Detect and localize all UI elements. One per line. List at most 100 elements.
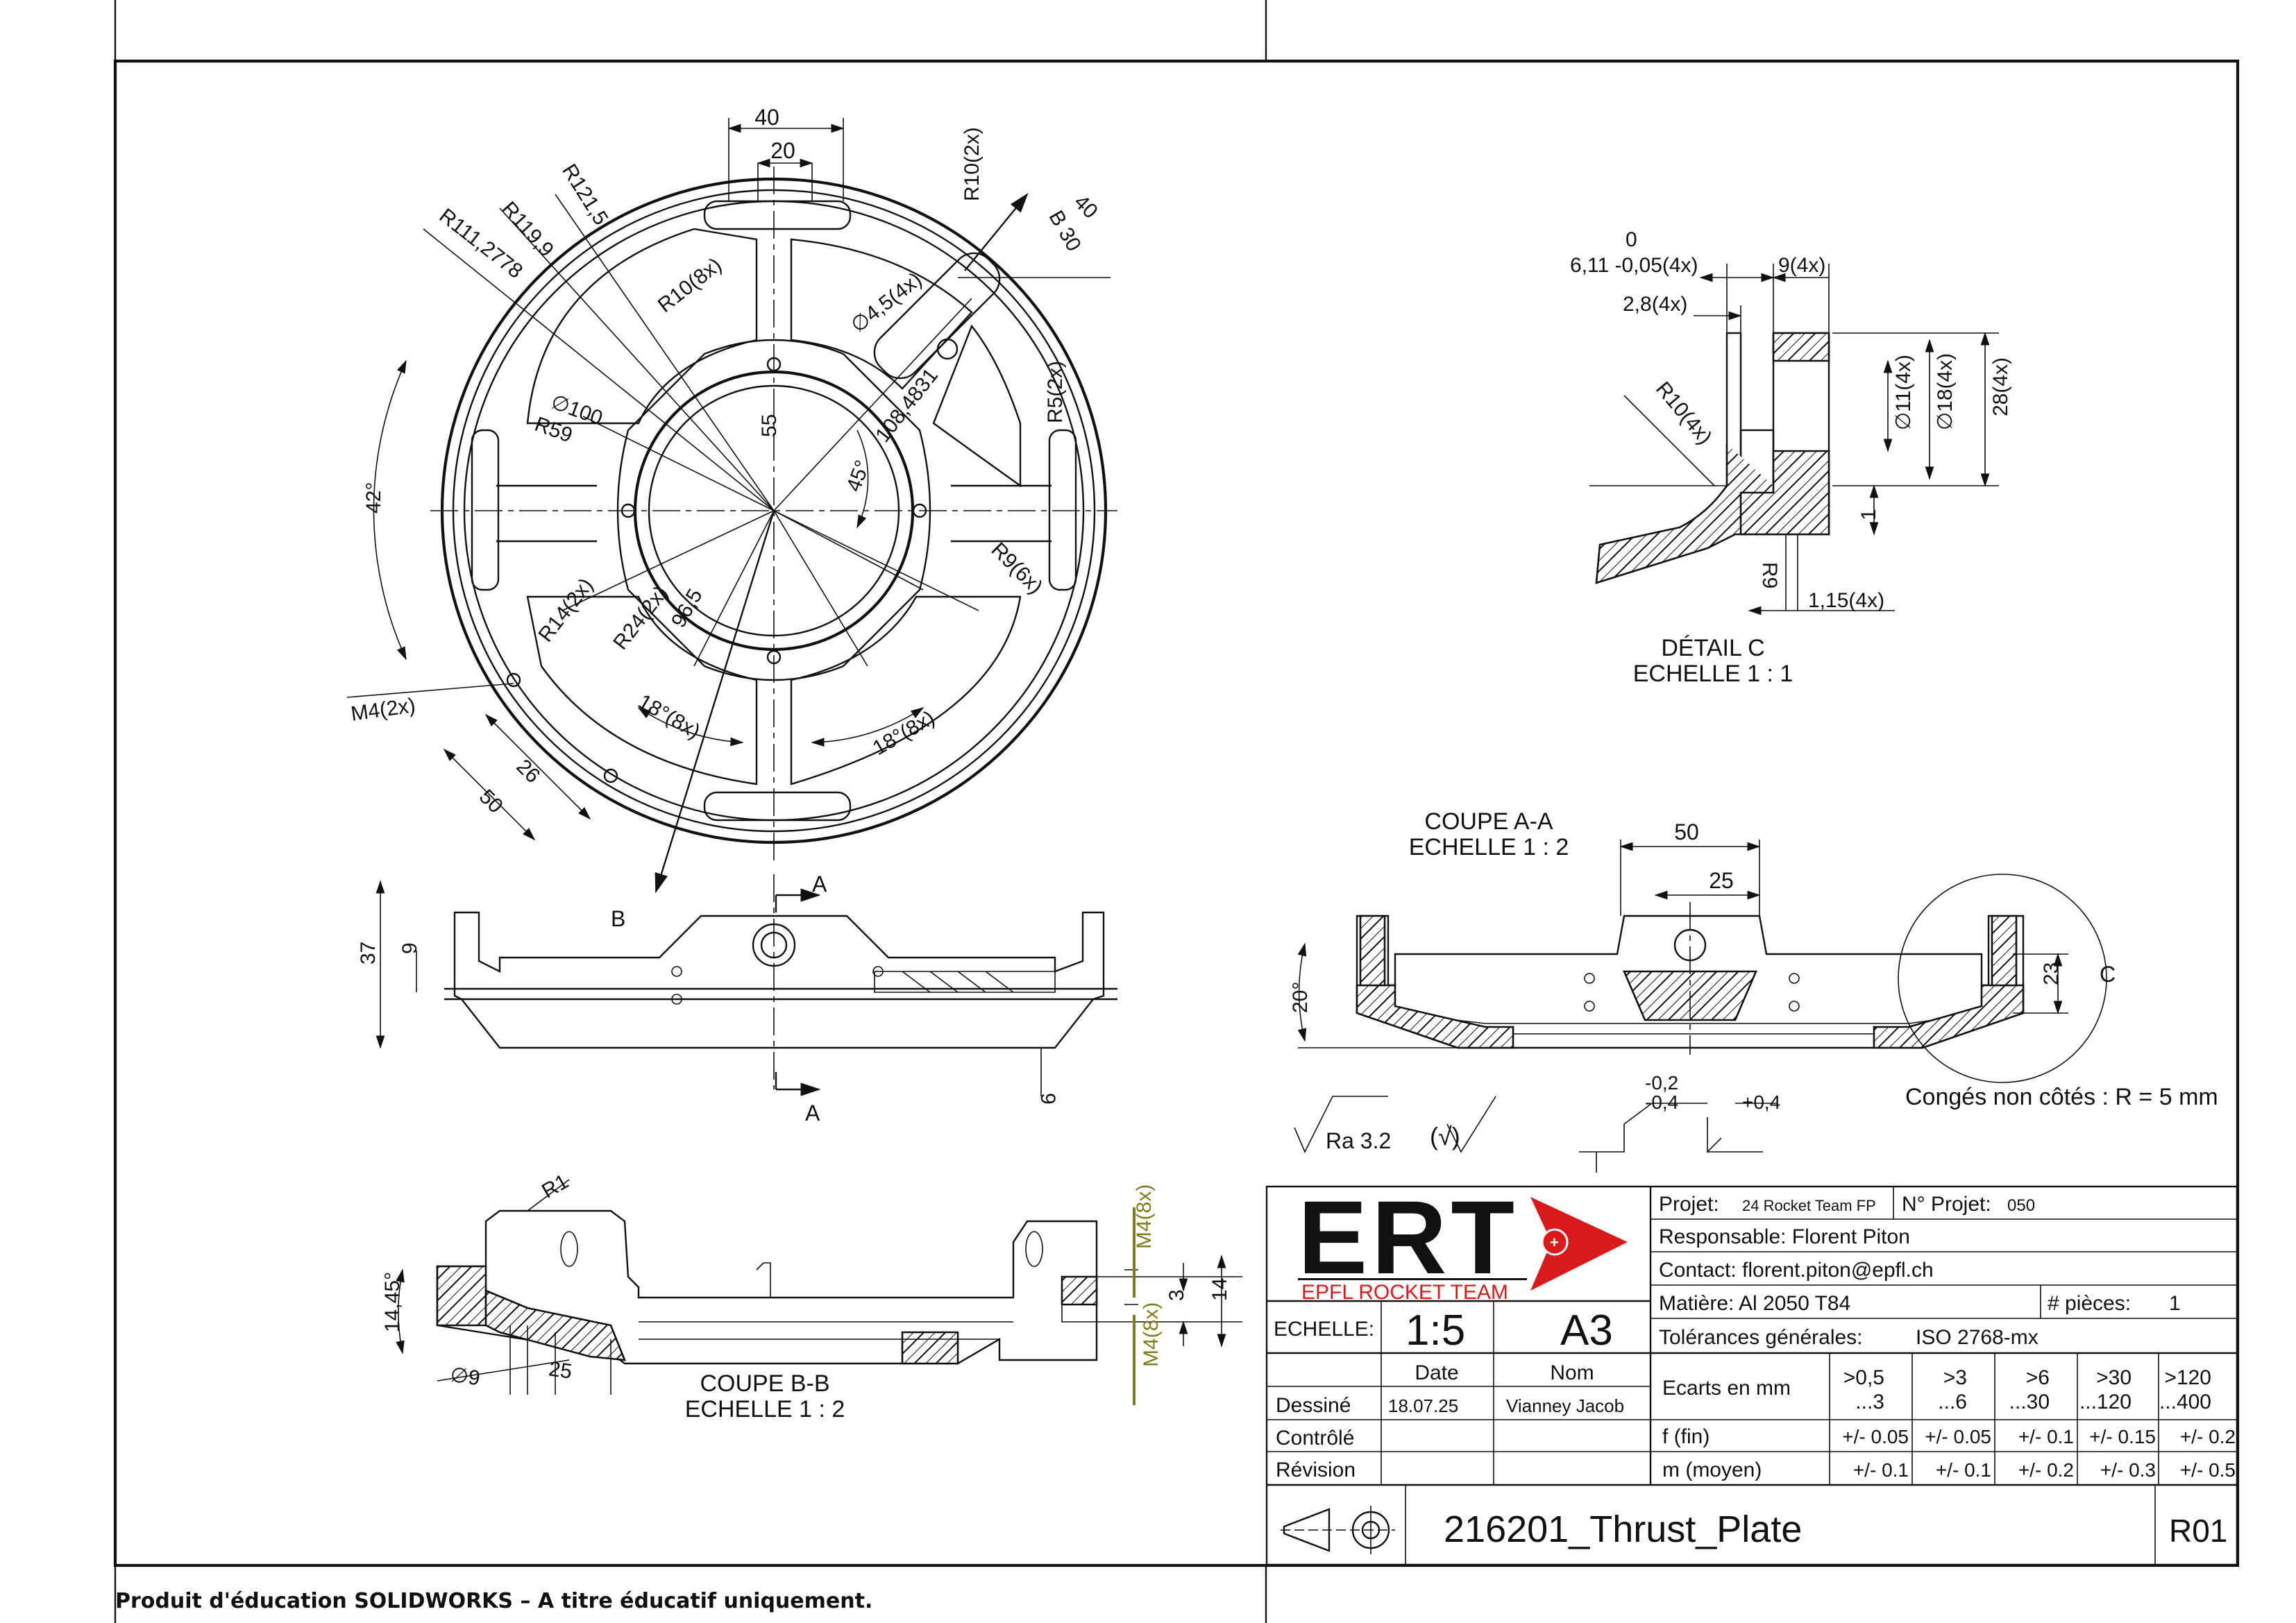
dessine-label: Dessiné [1276, 1394, 1351, 1417]
tolerance-cell: +/- 0.1 [1936, 1459, 1991, 1481]
coupe-aa-scale: ECHELLE 1 : 2 [1409, 834, 1569, 860]
dim-14: 14 [1208, 1278, 1231, 1301]
dim-45-deg: 45° [842, 457, 875, 495]
top-view-labels: 40 20 R121,5 R119,9 R111,2778 R10(2x) B … [350, 105, 1102, 818]
coupe-aa-title: COUPE A-A [1424, 808, 1553, 835]
range-header-top: >120 [2164, 1366, 2211, 1389]
svg-text:+: + [1550, 1234, 1559, 1251]
contact: Contact: florent.piton@epfl.ch [1659, 1259, 1934, 1282]
dim-26: 26 [512, 755, 544, 788]
dim-9-b: 9 [1036, 1093, 1059, 1105]
dim-dia11: ∅11(4x) [1892, 355, 1915, 430]
tol-bottom: -0,4 [1645, 1091, 1678, 1113]
title-block: ERT + EPFL ROCKET TEAM Projet: 24 Rocket… [1265, 1179, 2238, 1566]
dim-18b: 18°(8x) [869, 706, 939, 760]
tolerance-table: >0,5...3>3...6>6...30>30...120>120...400… [1842, 1366, 2236, 1481]
label-c: C [2100, 962, 2116, 987]
dim-1445-deg: 14,45° [381, 1272, 404, 1332]
dim-0: 0 [1626, 228, 1637, 251]
dim-3: 3 [1165, 1289, 1188, 1301]
sheet-frame [113, 0, 2240, 1623]
dim-96: 96,5 [667, 585, 707, 631]
tolerance-cell: +/- 0.1 [1853, 1459, 1909, 1481]
logo-subtitle: EPFL ROCKET TEAM [1301, 1281, 1508, 1304]
dim-m4: M4(2x) [350, 694, 417, 726]
tolerance-cell: +/- 0.1 [2018, 1426, 2074, 1447]
dim-40: 40 [754, 105, 779, 130]
date-value: 18.07.25 [1388, 1395, 1458, 1416]
dim-r14: R14(2x) [534, 574, 598, 646]
tolerance-cell: +/- 0.15 [2089, 1426, 2156, 1447]
label-a-top: A [812, 872, 827, 897]
dim-r24: R24(2x) [609, 581, 673, 654]
range-header-top: >0,5 [1843, 1366, 1884, 1389]
educational-notice: Produit d'éducation SOLIDWORKS – A titre… [115, 1589, 873, 1613]
fin-label: f (fin) [1662, 1425, 1710, 1448]
dim-dia18: ∅18(4x) [1934, 353, 1957, 430]
ert-logo: ERT + EPFL ROCKET TEAM [1298, 1179, 1628, 1304]
coupe-bb [396, 1179, 1242, 1405]
revision-label: Révision [1276, 1459, 1356, 1481]
range-header-top: >6 [2026, 1366, 2050, 1389]
side-view-labels: A A B 37 9 9 [357, 872, 1059, 1125]
label-b: B [611, 906, 625, 931]
detail-c [1589, 264, 1999, 615]
tol-plus: +0,4 [1742, 1091, 1780, 1113]
tol-label: Tolérances générales: [1659, 1326, 1863, 1349]
range-header-bottom: ...30 [2009, 1391, 2050, 1413]
dim-r5: R5(2x) [1044, 361, 1067, 423]
side-view [375, 874, 1117, 1096]
tolerance-cell: +/- 0.2 [2180, 1426, 2236, 1447]
dim-37: 37 [357, 942, 380, 965]
coupe-bb-title: COUPE B-B [700, 1370, 829, 1397]
controle-label: Contrôlé [1276, 1427, 1354, 1450]
moyen-label: m (moyen) [1662, 1459, 1762, 1481]
dim-611: 6,11 -0,05(4x) [1570, 254, 1698, 277]
tolerance-cell: +/- 0.2 [2018, 1459, 2074, 1481]
format-value: A3 [1560, 1307, 1613, 1354]
tolerance-cell: +/- 0.05 [1842, 1426, 1909, 1447]
dim-r10-4x: R10(4x) [1651, 377, 1716, 449]
range-header-bottom: ...400 [2159, 1391, 2211, 1413]
dim-r121: R121,5 [557, 160, 612, 230]
dim-50-aa: 50 [1674, 819, 1699, 844]
num-projet-label: N° Projet: [1902, 1193, 1991, 1216]
logo-text: ERT [1298, 1179, 1527, 1295]
pieces-value: 1 [2169, 1292, 2181, 1315]
revision-code: R01 [2169, 1513, 2227, 1549]
dim-40-b: 40 [1070, 191, 1102, 223]
nom-header: Nom [1550, 1361, 1594, 1384]
coupe-bb-scale: ECHELLE 1 : 2 [685, 1396, 845, 1422]
responsable: Responsable: Florent Piton [1659, 1225, 1910, 1248]
ra-value: Ra 3.2 [1326, 1128, 1391, 1153]
dim-28: 28(4x) [1989, 357, 2012, 416]
nom-value: Vianney Jacob [1506, 1395, 1624, 1416]
label-a-bottom: A [805, 1101, 820, 1125]
dim-25-bb: 25 [548, 1357, 574, 1383]
coupe-bb-labels: COUPE B-B ECHELLE 1 : 2 R1 14,45° ∅9 25 … [381, 1170, 1231, 1422]
dim-28-4x: 2,8(4x) [1623, 293, 1687, 316]
top-view [346, 118, 1117, 894]
dim-m4-top: M4(8x) [1133, 1184, 1156, 1249]
dim-r10-8x: R10(8x) [654, 253, 726, 317]
ecarts-label: Ecarts en mm [1662, 1377, 1791, 1400]
range-header-top: >30 [2096, 1366, 2132, 1389]
dim-23: 23 [2040, 962, 2063, 985]
dim-9-4x: 9(4x) [1778, 254, 1825, 277]
projet-value: 24 Rocket Team FP [1742, 1197, 1876, 1214]
dim-1: 1 [1857, 509, 1880, 520]
dim-55: 55 [758, 414, 781, 437]
range-header-top: >3 [1943, 1366, 1967, 1389]
part-name: 216201_Thrust_Plate [1444, 1509, 1802, 1550]
dim-25-aa: 25 [1709, 868, 1734, 893]
dim-50: 50 [475, 785, 507, 818]
dim-9: 9 [398, 942, 421, 954]
tol-top: -0,2 [1645, 1072, 1678, 1094]
dim-r9-c: R9 [1758, 562, 1781, 588]
dim-dia45: ∅4,5(4x) [847, 268, 926, 337]
dim-m4-bottom: M4(8x) [1140, 1302, 1163, 1367]
dim-r1: R1 [538, 1170, 573, 1203]
tolerance-cell: +/- 0.05 [1925, 1426, 1991, 1447]
matiere: Matière: Al 2050 T84 [1659, 1292, 1850, 1315]
